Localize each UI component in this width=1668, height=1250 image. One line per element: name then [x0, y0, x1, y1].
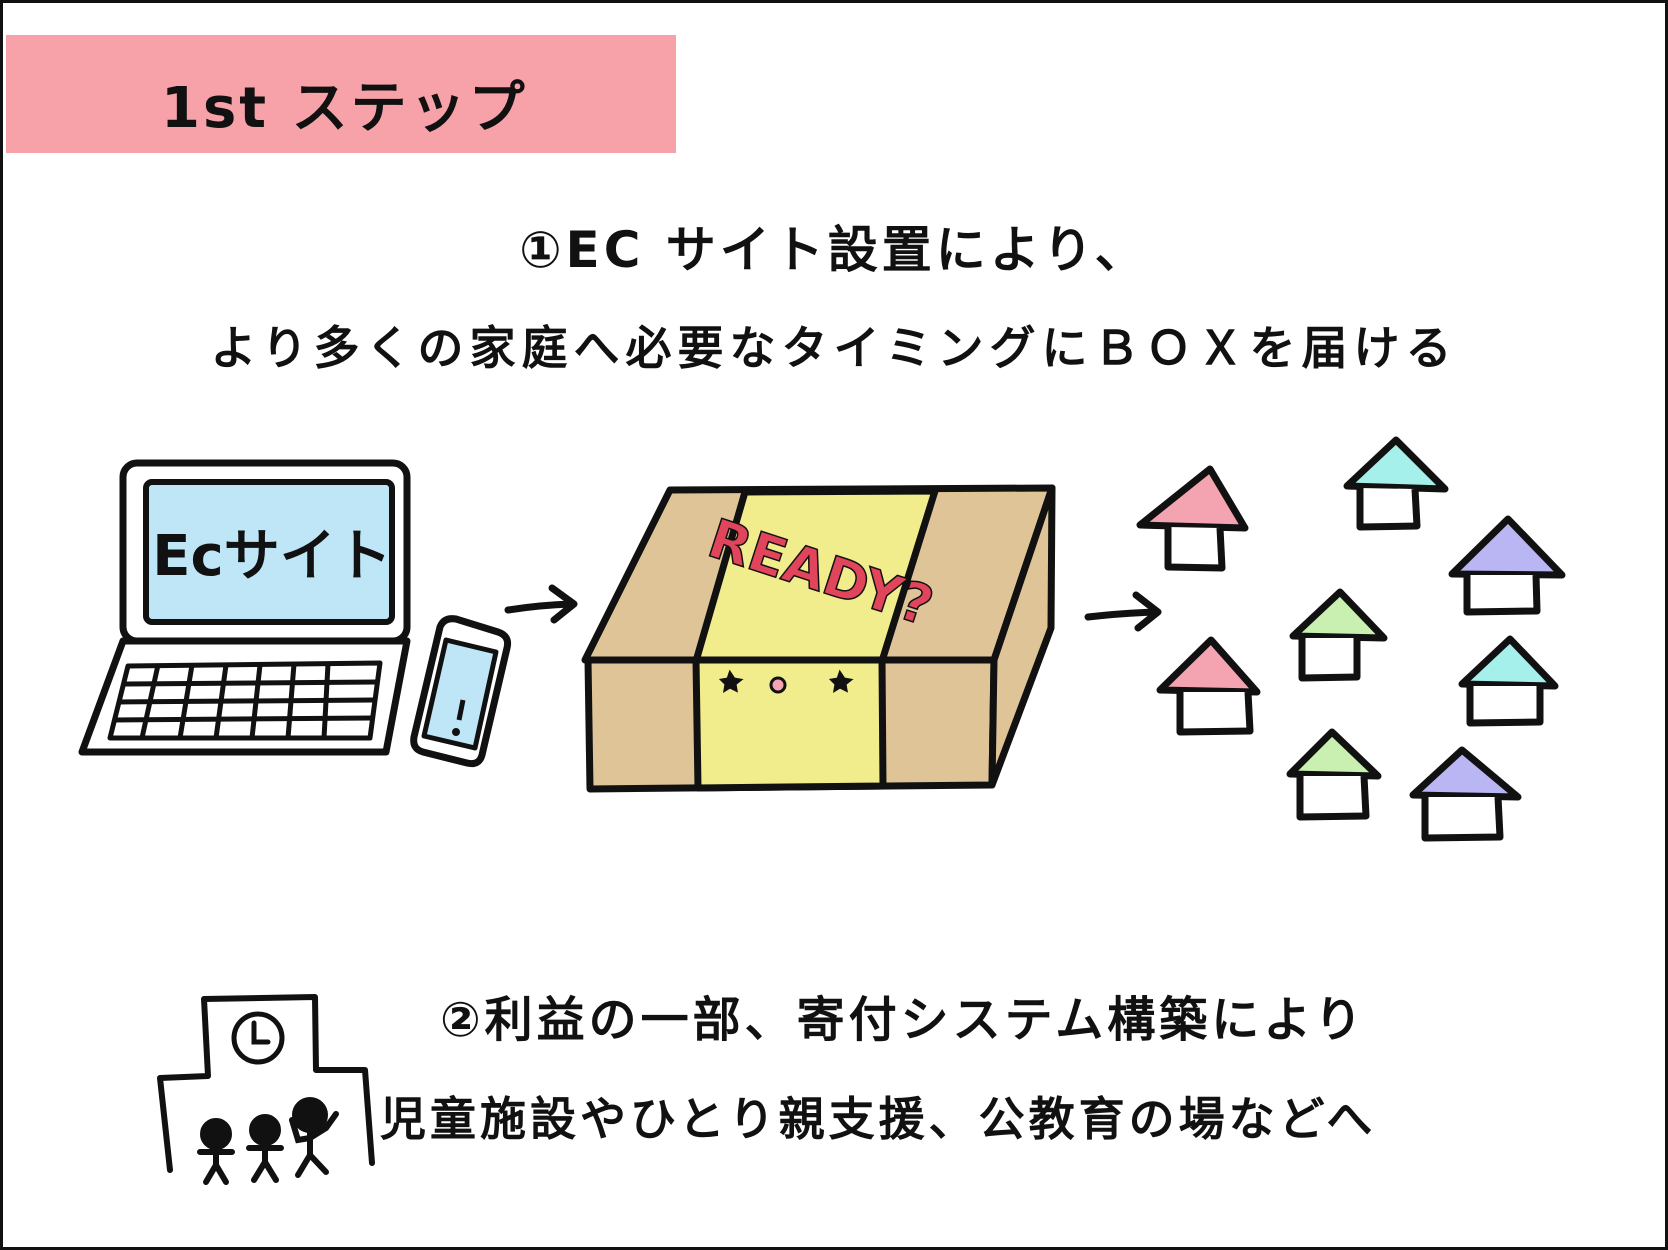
school-icon: [157, 994, 375, 1173]
smartphone-icon: [410, 615, 512, 768]
people-icon: [197, 1097, 339, 1185]
point2-line2: 児童施設やひとり親支援、公教育の場などへ: [380, 1092, 1377, 1146]
point1-line2: より多くの家庭へ必要なタイミングにＢＯＸを届ける: [210, 321, 1458, 375]
box-decoration: [718, 669, 854, 694]
arrow-right-icon: [1084, 591, 1162, 632]
house-icon: [1448, 515, 1566, 616]
house-icon: [1286, 728, 1382, 821]
house-icon: [1409, 746, 1522, 842]
house-icon: [1343, 436, 1449, 531]
house-icon: [1458, 635, 1559, 727]
step-title: 1st ステップ: [161, 76, 528, 141]
step-tag: 1st ステップ: [6, 35, 676, 153]
laptop-screen-text: Ecサイト: [152, 524, 391, 589]
arrow-right-icon: [504, 584, 578, 624]
cardboard-box-icon: [581, 484, 1056, 793]
point1-line1: ①EC サイト設置により、: [519, 221, 1149, 279]
laptop-icon: [78, 459, 411, 756]
clock-icon: [231, 1011, 285, 1065]
house-icon: [1136, 465, 1249, 572]
house-icon: [1156, 636, 1261, 736]
point2-line1: ②利益の一部、寄付システム構築により: [440, 992, 1367, 1048]
house-icon: [1289, 588, 1388, 682]
